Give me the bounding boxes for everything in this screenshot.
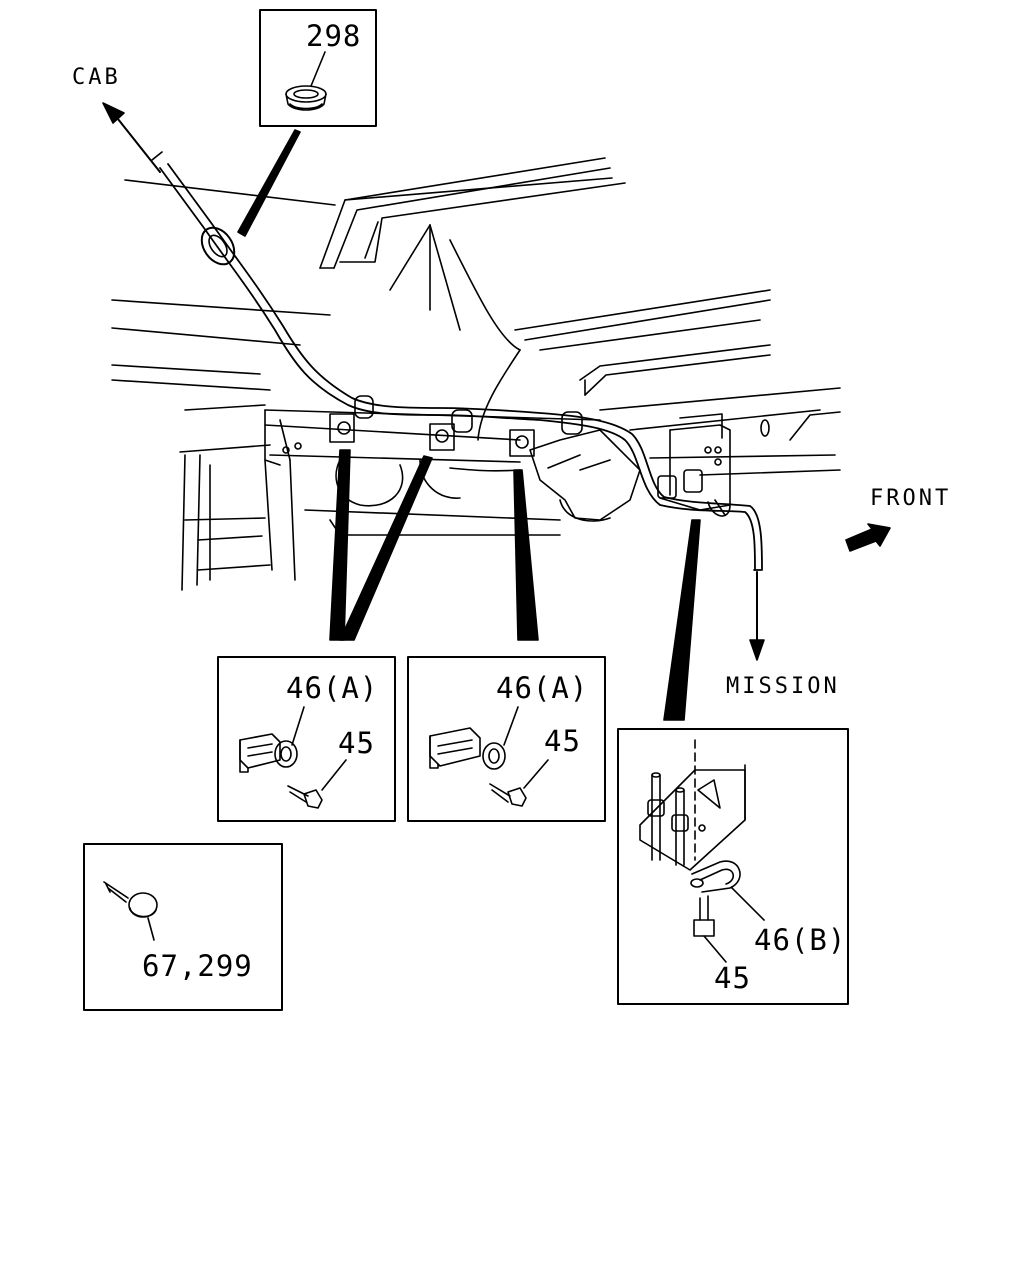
cab-label: CAB [72,65,121,90]
inset-screw-box [83,843,283,1011]
front-direction-arrow [845,523,891,552]
inset-clip-b-box [617,728,849,1005]
callout-45-right: 45 [544,724,581,758]
callout-67-299: 67,299 [142,949,253,983]
callout-298: 298 [306,19,362,53]
leader-lines [237,129,701,721]
vehicle-frame [111,157,841,591]
screw-part [103,881,158,941]
inset-grommet-box [259,9,377,127]
grommet-part [285,51,327,111]
clip-a-left-part [239,706,347,809]
callout-46a-right: 46(A) [496,671,589,705]
clip-a-right-part [429,706,549,807]
housing [529,429,641,522]
junction-block [657,413,731,517]
callout-46b: 46(B) [754,923,847,957]
front-label: FRONT [870,486,952,511]
inset-clip-right-box [407,656,606,822]
rail-clip-2 [429,409,473,451]
mission-direction-arrow [749,571,765,661]
rail-clip-3 [509,411,583,457]
inset-clip-left-box [217,656,396,822]
rail-clip-1 [329,395,374,443]
callout-45-b: 45 [714,961,751,995]
clip-b-part [639,739,765,963]
mission-label: MISSION [726,674,840,699]
callout-45-left: 45 [338,726,375,760]
callout-46a-left: 46(A) [286,671,379,705]
cab-direction-arrow [102,102,163,173]
